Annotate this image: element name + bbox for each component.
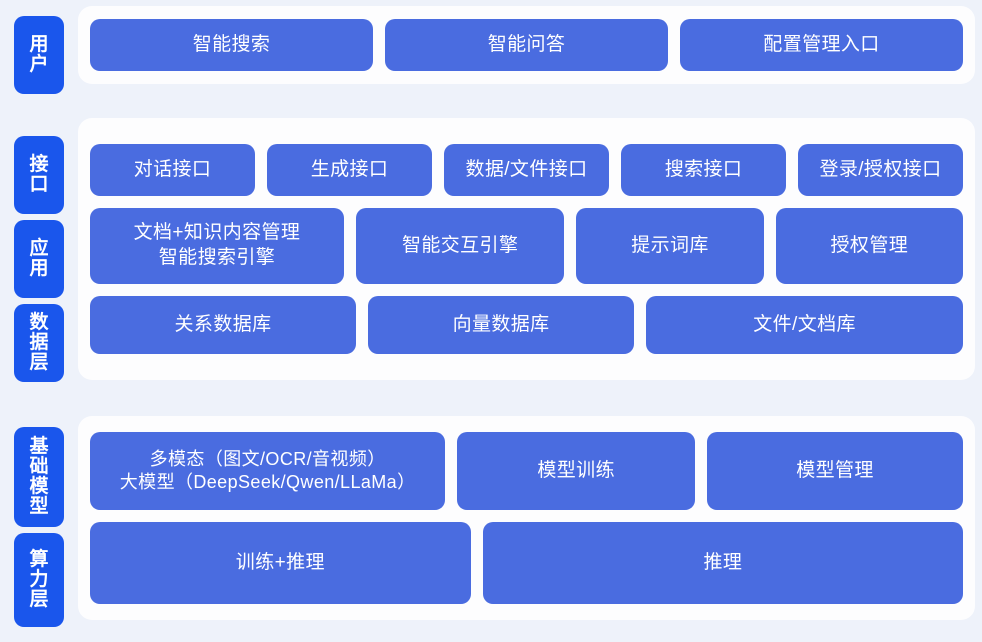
layer-tab-interface-label: 接口	[29, 153, 50, 195]
box-inference[interactable]: 推理	[482, 522, 963, 604]
tab-column-infrastructure: 基础模型 算力层	[0, 416, 64, 638]
section-infrastructure: 基础模型 算力层 多模态（图文/OCR/音视频） 大模型（DeepSeek/Qw…	[0, 416, 982, 638]
row-application: 文档+知识内容管理 智能搜索引擎 智能交互引擎 提示词库 授权管理	[90, 208, 963, 284]
layer-tab-compute-label: 算力层	[29, 548, 50, 611]
row-data: 关系数据库 向量数据库 文件/文档库	[90, 296, 963, 354]
section-user: 用户 智能搜索 智能问答 配置管理入口	[0, 6, 982, 104]
box-file-document-store[interactable]: 文件/文档库	[646, 296, 963, 354]
row-user-entries: 智能搜索 智能问答 配置管理入口	[90, 19, 963, 71]
box-search-api[interactable]: 搜索接口	[621, 144, 786, 196]
panel-user: 智能搜索 智能问答 配置管理入口	[78, 6, 975, 84]
box-intelligent-search[interactable]: 智能搜索	[90, 19, 373, 71]
box-authorization-management[interactable]: 授权管理	[775, 208, 963, 284]
box-intelligent-qa[interactable]: 智能问答	[385, 19, 668, 71]
box-model-management[interactable]: 模型管理	[707, 432, 963, 510]
row-interface: 对话接口 生成接口 数据/文件接口 搜索接口 登录/授权接口	[90, 144, 963, 196]
tab-column-platform: 接口 应用 数据层	[0, 118, 64, 400]
box-dialog-api[interactable]: 对话接口	[90, 144, 255, 196]
box-generation-api[interactable]: 生成接口	[267, 144, 432, 196]
box-config-management-entry[interactable]: 配置管理入口	[680, 19, 963, 71]
box-login-auth-api[interactable]: 登录/授权接口	[798, 144, 963, 196]
box-intelligent-interaction-engine[interactable]: 智能交互引擎	[355, 208, 565, 284]
box-data-file-api[interactable]: 数据/文件接口	[444, 144, 609, 196]
layer-tab-interface[interactable]: 接口	[14, 136, 64, 214]
box-relational-database[interactable]: 关系数据库	[90, 296, 357, 354]
layer-tab-application[interactable]: 应用	[14, 220, 64, 298]
row-foundation-model: 多模态（图文/OCR/音视频） 大模型（DeepSeek/Qwen/LLaMa）…	[90, 432, 963, 510]
layer-tab-foundation-model[interactable]: 基础模型	[14, 427, 64, 527]
layer-tab-user[interactable]: 用户	[14, 16, 64, 94]
layer-tab-data-label: 数据层	[29, 311, 50, 374]
box-multimodal-large-model[interactable]: 多模态（图文/OCR/音视频） 大模型（DeepSeek/Qwen/LLaMa）	[90, 432, 446, 510]
box-training-plus-inference[interactable]: 训练+推理	[90, 522, 471, 604]
layer-tab-user-label: 用户	[29, 33, 50, 75]
panel-infrastructure: 多模态（图文/OCR/音视频） 大模型（DeepSeek/Qwen/LLaMa）…	[78, 416, 975, 620]
box-vector-database[interactable]: 向量数据库	[368, 296, 635, 354]
panel-platform: 对话接口 生成接口 数据/文件接口 搜索接口 登录/授权接口 文档+知识内容管理…	[78, 118, 975, 380]
box-model-training[interactable]: 模型训练	[457, 432, 696, 510]
section-platform: 接口 应用 数据层 对话接口 生成接口 数据/文件接口 搜索接口 登录/授权接口…	[0, 118, 982, 400]
box-prompt-library[interactable]: 提示词库	[576, 208, 764, 284]
row-compute: 训练+推理 推理	[90, 522, 963, 604]
tab-column-user: 用户	[0, 6, 64, 104]
layer-tab-data[interactable]: 数据层	[14, 304, 64, 382]
layer-tab-compute[interactable]: 算力层	[14, 533, 64, 627]
layer-tab-application-label: 应用	[29, 237, 50, 279]
box-document-knowledge-management[interactable]: 文档+知识内容管理 智能搜索引擎	[90, 208, 344, 284]
layer-tab-foundation-model-label: 基础模型	[29, 435, 50, 518]
